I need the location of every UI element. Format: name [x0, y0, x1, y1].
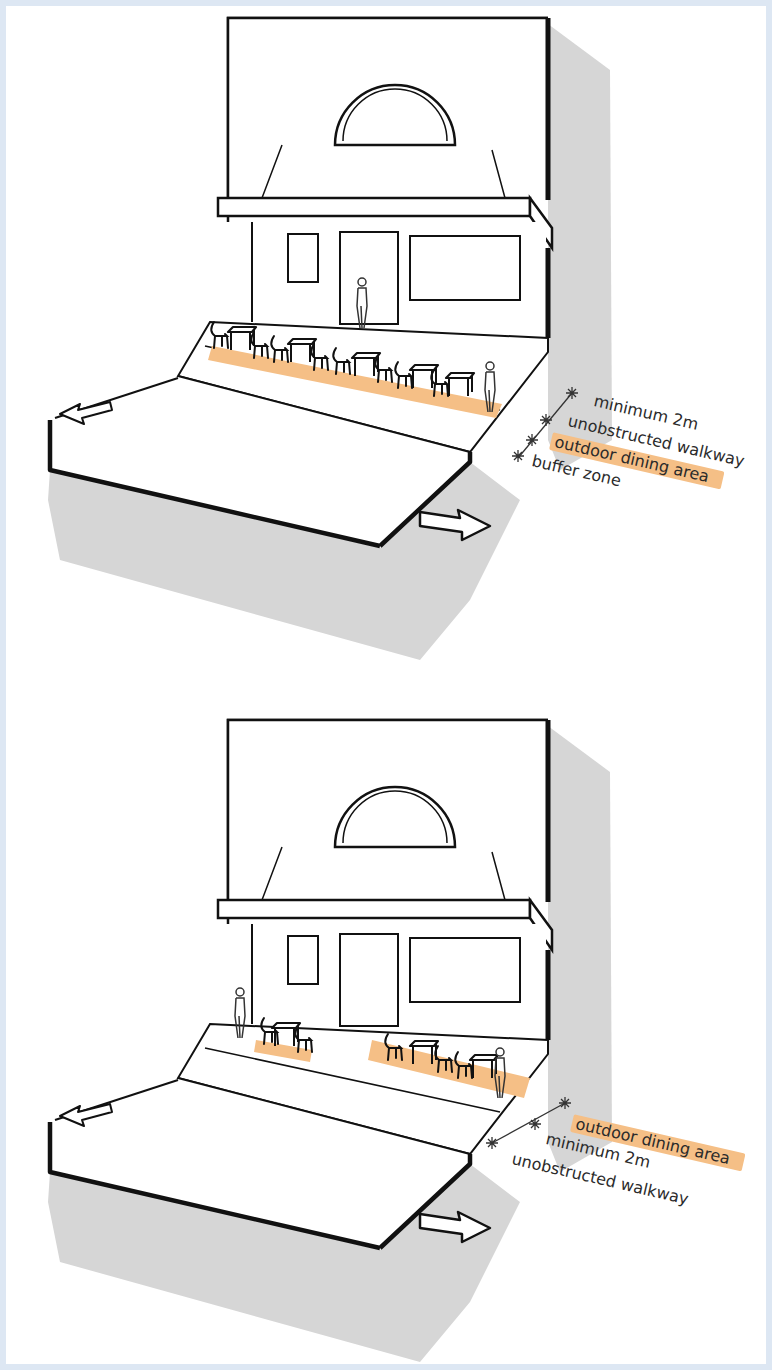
bottom-furniture — [235, 988, 505, 1098]
top-furniture — [211, 278, 495, 412]
dining-zone-fill — [208, 346, 502, 418]
dining-zone-fill — [254, 1040, 312, 1062]
illustration — [6, 6, 766, 1364]
top-streetscape — [48, 18, 612, 660]
bottom-streetscape — [48, 720, 612, 1362]
